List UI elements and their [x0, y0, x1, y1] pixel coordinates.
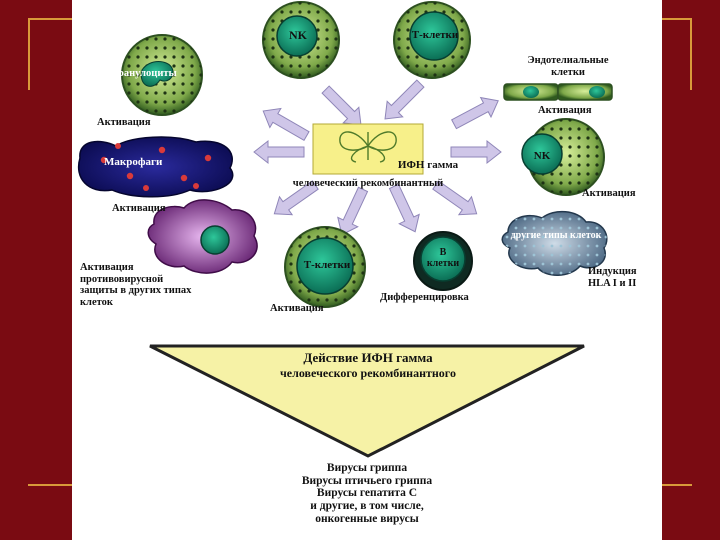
virus-list-item: Вирусы гриппа: [326, 462, 408, 474]
endothelial-cells: [503, 83, 613, 101]
center-subtitle: человеческий рекомбинантный: [292, 178, 444, 189]
arrow-out-granulocytes: [262, 107, 310, 142]
center-title: ИФН гамма: [397, 159, 459, 171]
virus-list-item: онкогенные вирусы: [315, 512, 419, 525]
nk-activation-label: Активация: [582, 188, 636, 199]
triangle-title-line2: человеческого рекомбинантного: [280, 366, 456, 380]
frame-left-line: [28, 18, 30, 90]
arrow-out-endothelial: [451, 96, 499, 130]
other-types-label: другие типы клеток: [510, 230, 602, 241]
macrophages-activation-label: Активация: [112, 203, 166, 214]
differentiation-label: Дифференцировка: [380, 292, 469, 303]
hla-induction-label: Индукция HLA I и II: [588, 266, 637, 289]
virus-list-item: Вирусы птичьего гриппа: [301, 474, 433, 487]
macrophages-label: Макрофаги: [104, 156, 163, 168]
macrophage-cell: [77, 136, 234, 198]
t-cell-top: [393, 1, 471, 79]
virus-list-item: и другие, в том числе,: [310, 499, 424, 512]
nk-cell-top: [262, 1, 340, 79]
violet-cell: [147, 199, 258, 274]
arrow-out-other-types: [432, 180, 478, 216]
t-cell-bottom: [284, 226, 366, 308]
antiviral-activation-label: Активация противовирусной защиты в други…: [80, 262, 192, 308]
t-top-label: Т-клетки: [411, 29, 459, 41]
nk-top-label: NK: [289, 28, 307, 42]
diagram-art: [77, 1, 613, 458]
granulocytes-activation-label: Активация: [97, 117, 151, 128]
arrow-out-violet-cell: [273, 180, 319, 216]
t-activation-label: Активация: [270, 303, 324, 314]
effect-triangle: [149, 344, 585, 458]
frame-right-line: [690, 18, 692, 90]
arrow-out-t-bottom: [337, 186, 369, 236]
arrow-out-macrophages: [253, 139, 305, 165]
granulocyte-cell: [121, 34, 203, 116]
arrow-out-b-cells: [388, 183, 420, 233]
virus-list-item: Вирусы гепатита С: [316, 487, 418, 500]
triangle-title-line1: Действие ИФН гамма: [303, 350, 433, 365]
nk-cell-right: [521, 118, 605, 196]
b-cell: [413, 231, 473, 291]
butterfly-molecule-icon: [339, 131, 397, 163]
virus-list: Вирусы гриппа Вирусы птичьего гриппа Вир…: [232, 462, 502, 525]
t-bottom-label: Т-клетки: [303, 259, 351, 271]
endothelial-activation-label: Активация: [538, 105, 592, 116]
nk-right-label: NK: [533, 150, 551, 162]
b-cell-label: В клетки: [426, 247, 460, 269]
arrow-out-nk-right: [450, 139, 502, 165]
arrow-in-t: [384, 79, 425, 120]
granulocytes-label: Гранулоциты: [112, 68, 177, 79]
other-cell-types: [501, 210, 608, 276]
endothelial-label: Эндотелиальные клетки: [527, 55, 609, 78]
